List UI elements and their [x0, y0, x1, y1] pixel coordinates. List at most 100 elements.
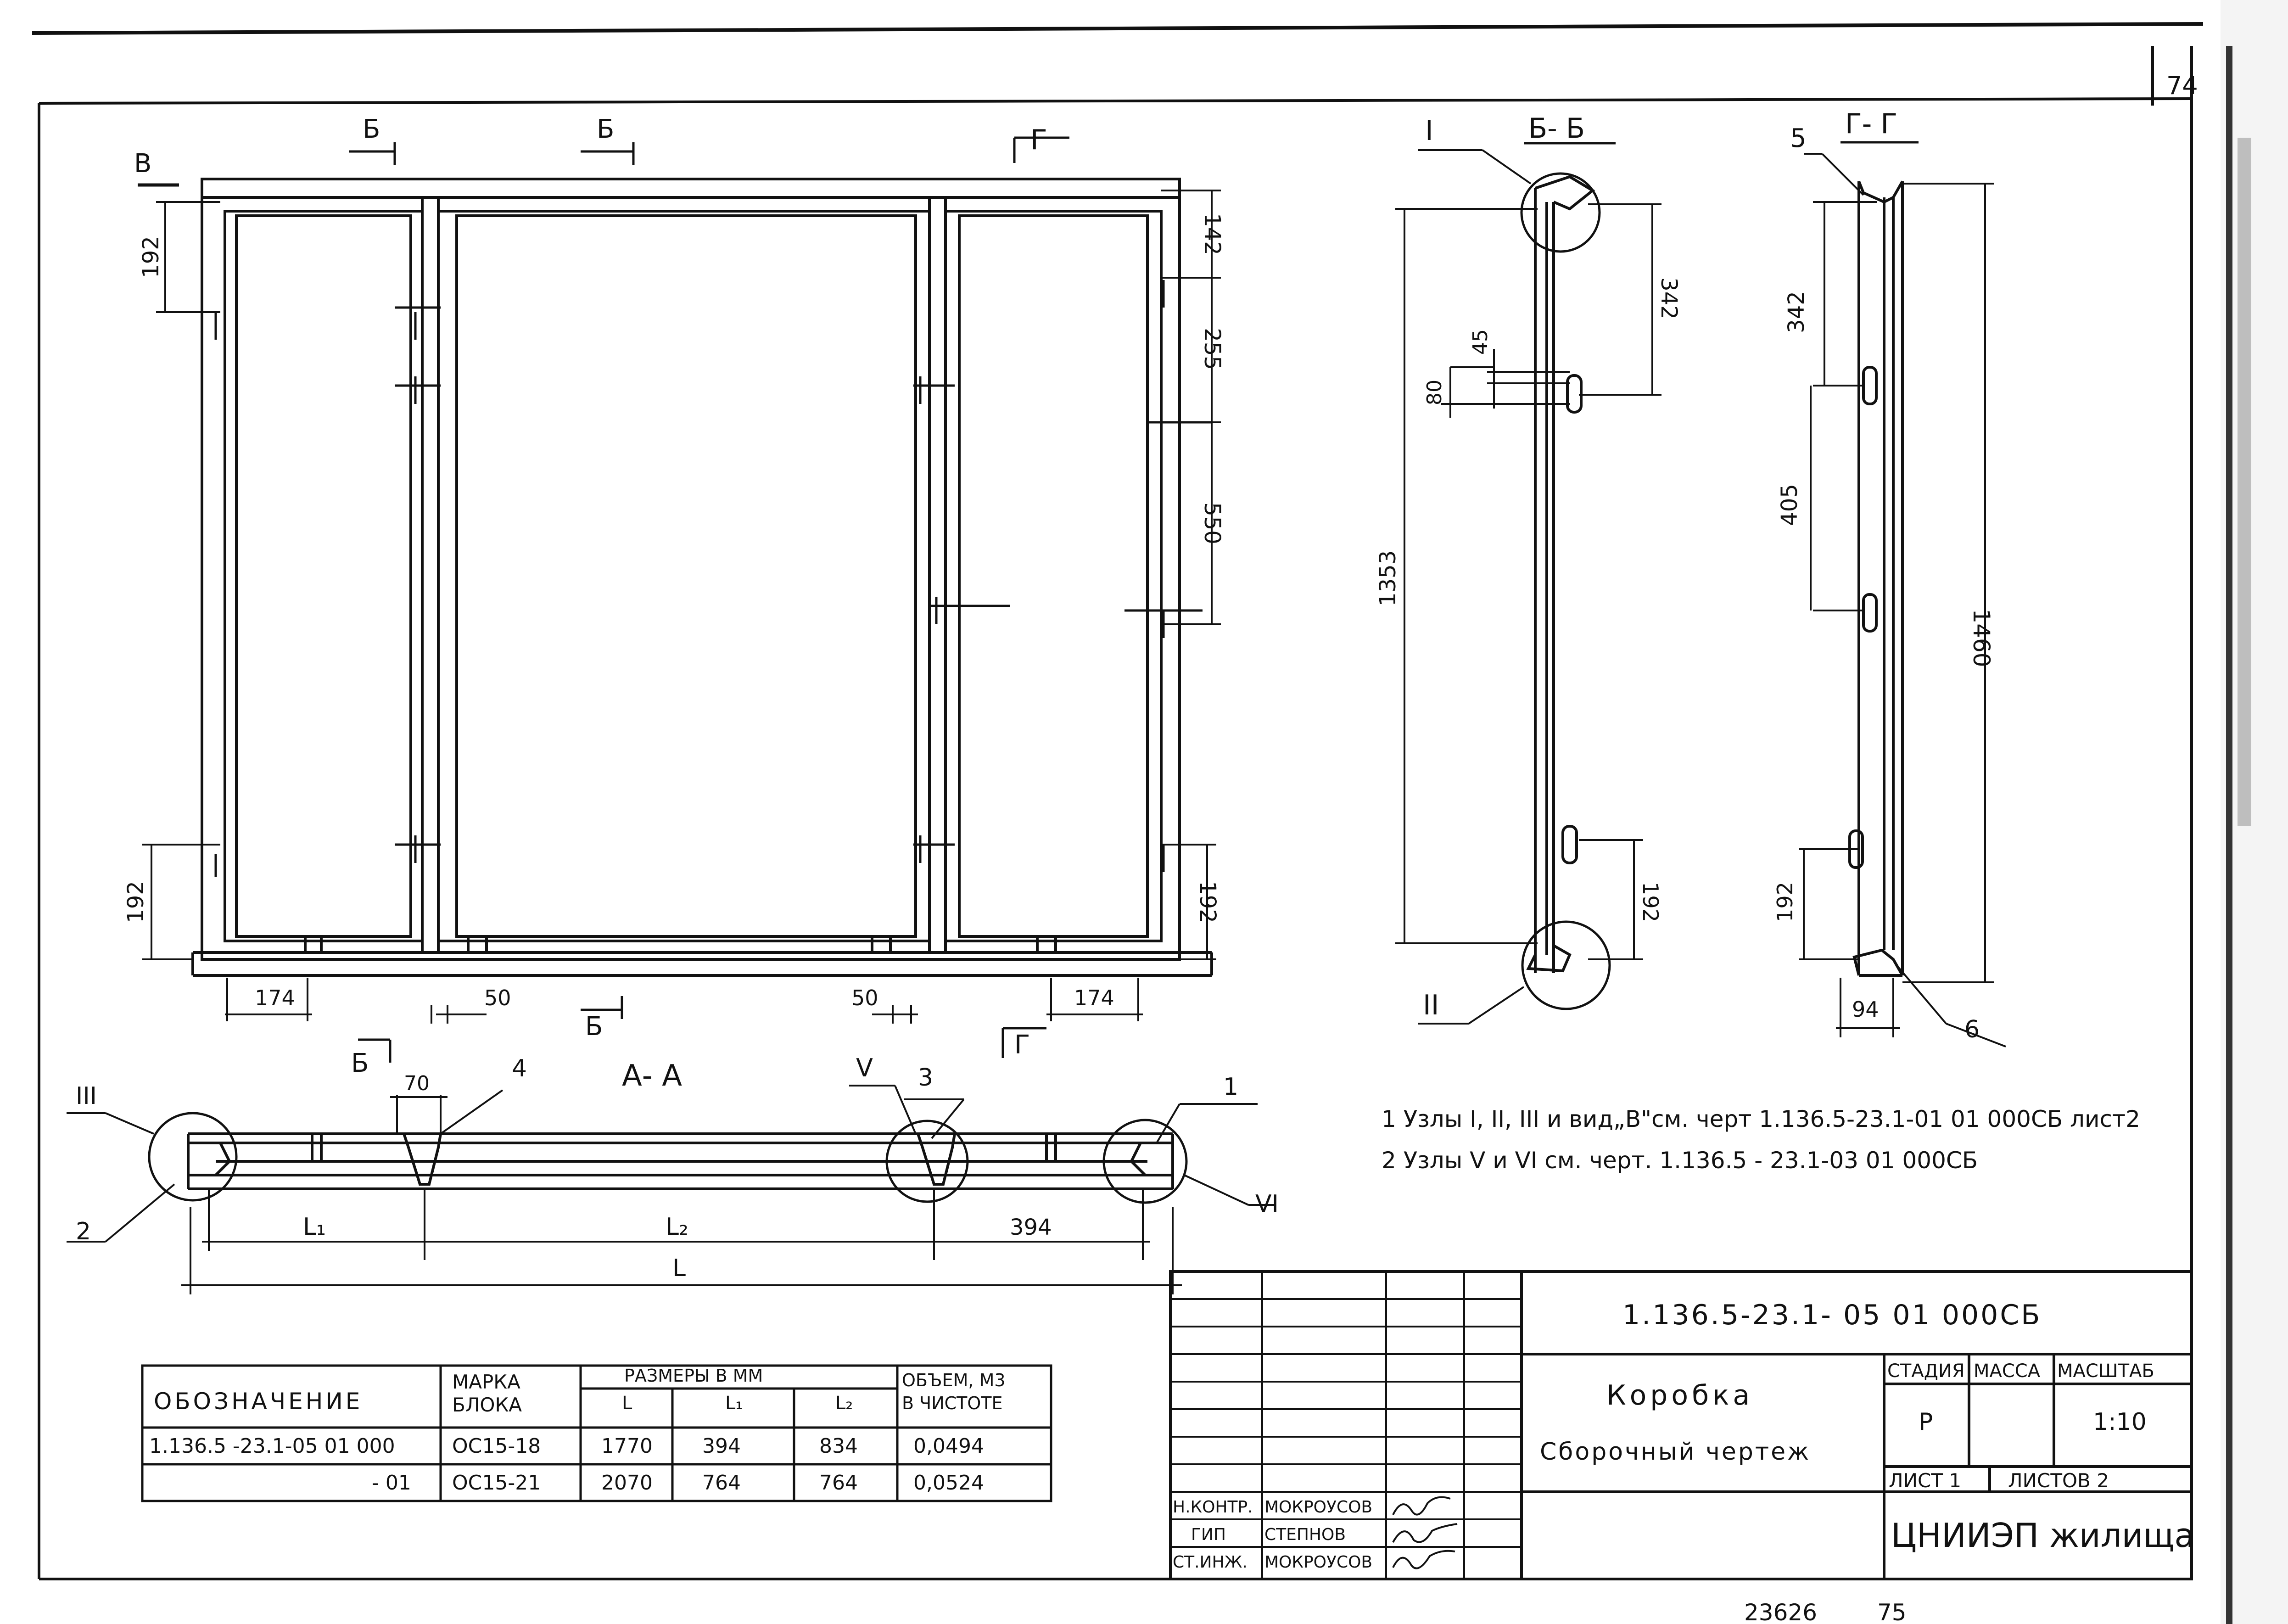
staff-role-1: Н.КОНТР.: [1173, 1498, 1253, 1517]
scan-edge-dark-band: [2226, 46, 2232, 1624]
title-block: 1.136.5-23.1- 05 01 000СБ Коробка Сбороч…: [1169, 1270, 2194, 1580]
dim-l1: L₁: [303, 1213, 326, 1241]
sheet-frame: [38, 46, 2193, 1580]
signatures: [1392, 1496, 1458, 1569]
col-l1: L₁: [725, 1393, 743, 1414]
position-5-label: 5: [1790, 123, 1807, 153]
row1-l2: 834: [819, 1434, 858, 1458]
dim-50-right: 50: [851, 986, 878, 1010]
staff-role-2: ГИП: [1191, 1525, 1226, 1544]
spec-table: ОБОЗНАЧЕНИЕ МАРКА БЛОКА РАЗМЕРЫ В ММ L L…: [141, 1364, 1052, 1502]
dim-1460: 1460: [1968, 609, 1995, 667]
dim-50-left: 50: [484, 986, 511, 1010]
dim-192-bb: 192: [1638, 882, 1663, 922]
node-6-label: VI: [1255, 1190, 1279, 1218]
row2-l2: 764: [819, 1471, 858, 1495]
dim-342-bb: 342: [1656, 277, 1682, 319]
page-number-bottom: 75: [1877, 1599, 1907, 1624]
row2-l: 2070: [601, 1471, 653, 1495]
section-bb-title: Б- Б: [1528, 112, 1585, 145]
dim-394: 394: [1010, 1215, 1052, 1240]
dim-70: 70: [404, 1072, 430, 1095]
section-bb: Б- Б: [1375, 112, 1682, 1025]
col-l2: L₂: [835, 1393, 853, 1414]
dim-342-gg: 342: [1784, 291, 1809, 333]
col-l: L: [622, 1393, 632, 1414]
col-mark-1: МАРКА: [452, 1371, 520, 1393]
dim-45: 45: [1469, 329, 1492, 355]
section-b-bottom-1: Б: [585, 1012, 603, 1042]
dim-192-gg: 192: [1773, 882, 1797, 922]
dim-192-top-left: 192: [138, 236, 164, 278]
dim-174-right: 174: [1074, 986, 1114, 1010]
section-aa: А- А: [67, 1053, 1279, 1294]
node-2-label: II: [1423, 989, 1439, 1021]
node-3-label: III: [76, 1082, 97, 1110]
dim-l: L: [672, 1254, 686, 1282]
position-1-label: 1: [1223, 1073, 1238, 1101]
row2-mark: ОС15-21: [452, 1471, 541, 1495]
col-volume-1: ОБЪЕМ, М3: [902, 1370, 1006, 1390]
row1-volume: 0,0494: [913, 1434, 984, 1458]
row1-l: 1770: [601, 1434, 653, 1458]
sheet-label: ЛИСТ 1: [1889, 1469, 1961, 1492]
dim-405: 405: [1777, 484, 1802, 526]
staff-role-3: СТ.ИНЖ.: [1173, 1553, 1247, 1572]
dim-l2: L₂: [666, 1213, 688, 1241]
dim-192-right: 192: [1195, 881, 1220, 923]
col-dims: РАЗМЕРЫ В ММ: [624, 1366, 763, 1386]
dim-550: 550: [1199, 502, 1225, 544]
mass-label: МАССА: [1974, 1361, 2041, 1382]
staff-name-3: МОКРОУСОВ: [1264, 1553, 1372, 1572]
row1-l1: 394: [702, 1434, 741, 1458]
row2-designation: - 01: [372, 1471, 411, 1495]
note-2: 2 Узлы V и VI см. черт. 1.136.5 - 23.1-0…: [1382, 1147, 1978, 1174]
node-1-label: I: [1425, 115, 1433, 147]
section-g-top: Г: [1030, 124, 1047, 156]
section-b-top-1: Б: [363, 114, 380, 144]
row1-mark: ОС15-18: [452, 1434, 541, 1458]
stage-label: СТАДИЯ: [1887, 1361, 1965, 1382]
dim-174-left: 174: [255, 986, 295, 1010]
front-view: 192 192 В 142 255 550 192: [123, 114, 1225, 1078]
position-2-label: 2: [76, 1218, 91, 1245]
section-aa-title: А- А: [622, 1059, 682, 1093]
scale-label: МАСШТАБ: [2057, 1361, 2154, 1382]
dim-1353: 1353: [1375, 550, 1401, 606]
staff-name-1: МОКРОУСОВ: [1264, 1498, 1372, 1517]
row2-volume: 0,0524: [913, 1471, 984, 1495]
sheets-label: ЛИСТОВ 2: [2008, 1469, 2109, 1492]
col-mark-2: БЛОКА: [452, 1394, 522, 1416]
position-6-label: 6: [1964, 1016, 1980, 1043]
position-4-label: 4: [512, 1055, 527, 1082]
section-gg-title: Г- Г: [1845, 108, 1897, 140]
top-edge-line: [32, 22, 2204, 35]
doc-title: Коробка: [1606, 1379, 1753, 1411]
scale-value: 1:10: [2093, 1408, 2147, 1436]
dim-94: 94: [1852, 997, 1879, 1022]
stage-value: Р: [1919, 1408, 1933, 1436]
view-b-label: В: [134, 149, 151, 179]
section-gg: Г- Г: [1773, 108, 2006, 1047]
section-g-bottom: Г: [1014, 1030, 1030, 1060]
col-designation: ОБОЗНАЧЕНИЕ: [154, 1388, 363, 1415]
dim-192-bottom-left: 192: [123, 881, 149, 923]
notes: 1 Узлы I, II, III и вид„В"см. черт 1.136…: [1382, 1106, 2140, 1174]
section-b-top-2: Б: [597, 114, 614, 144]
staff-name-2: СТЕПНОВ: [1264, 1525, 1346, 1544]
node-5-label: V: [856, 1053, 873, 1082]
archive-number: 23626: [1744, 1599, 1817, 1624]
doc-subtitle: Сборочный чертеж: [1540, 1438, 1811, 1466]
position-3-label: 3: [918, 1064, 933, 1092]
section-b-bottom-2: Б: [351, 1048, 369, 1078]
dim-255: 255: [1199, 328, 1225, 370]
col-volume-2: В ЧИСТОТЕ: [902, 1393, 1003, 1413]
org-name: ЦНИИЭП жилища: [1891, 1516, 2194, 1555]
note-1: 1 Узлы I, II, III и вид„В"см. черт 1.136…: [1382, 1106, 2140, 1132]
doc-code: 1.136.5-23.1- 05 01 000СБ: [1622, 1299, 2042, 1331]
row1-designation: 1.136.5 -23.1-05 01 000: [149, 1434, 395, 1458]
dim-80: 80: [1423, 380, 1446, 405]
dim-142: 142: [1199, 213, 1225, 255]
row2-l1: 764: [702, 1471, 741, 1495]
